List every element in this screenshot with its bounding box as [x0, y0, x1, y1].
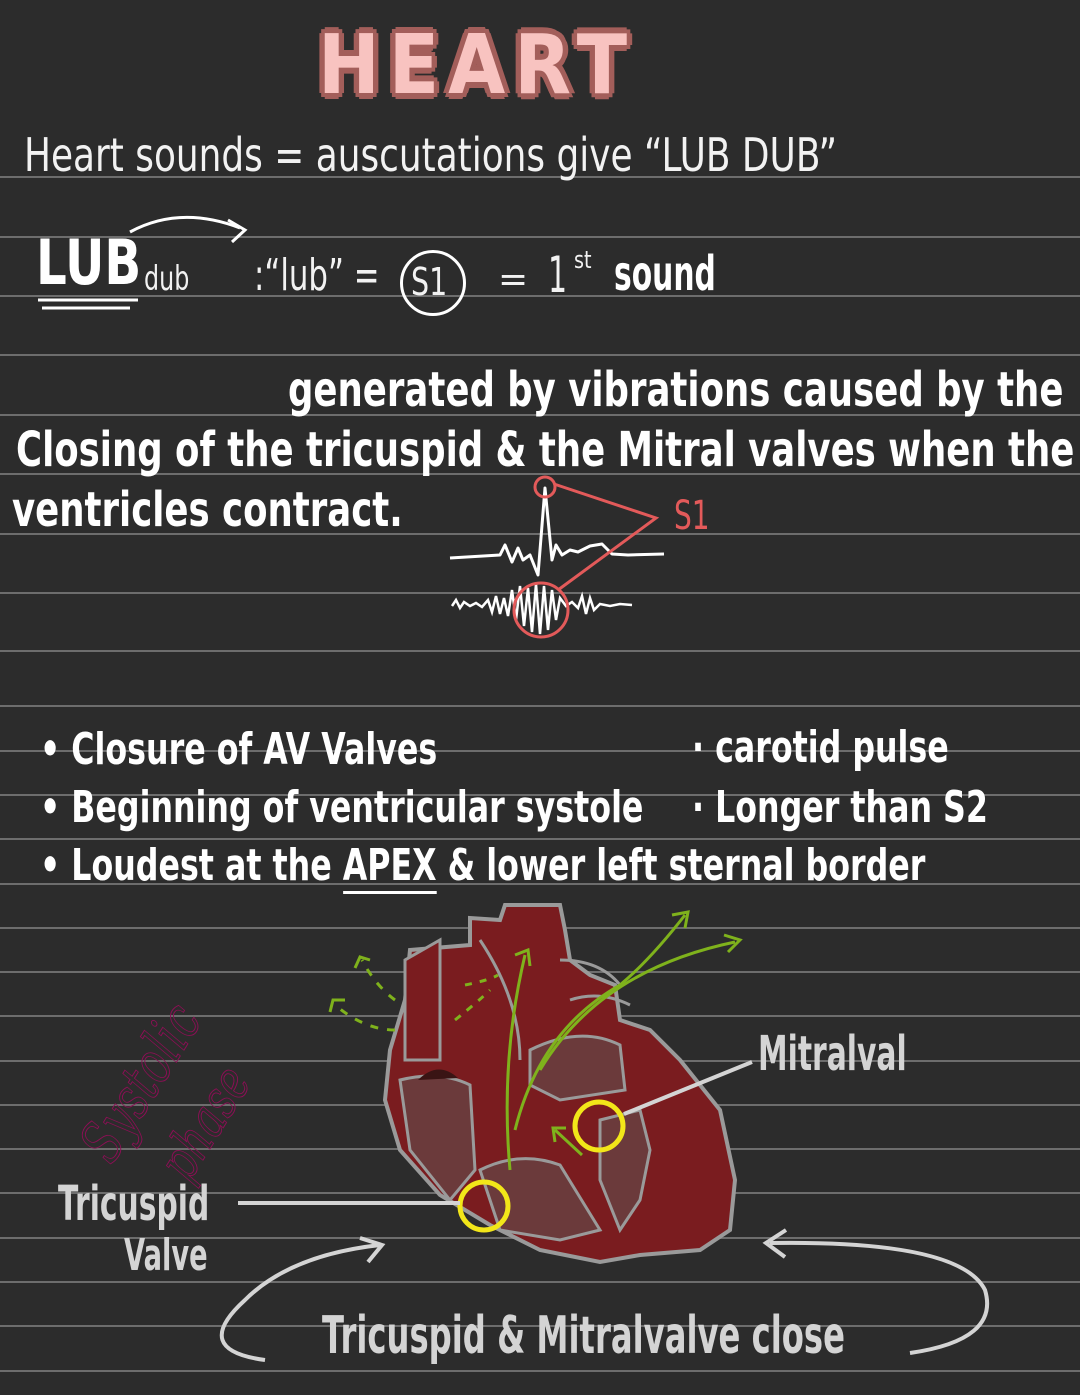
- first-number: 1: [548, 246, 568, 304]
- bullet-item: • Loudest at the APEX & lower left stern…: [40, 840, 925, 894]
- blood-flow-arrows: [328, 910, 743, 1171]
- bullet-item: • Closure of AV Valves: [40, 724, 438, 775]
- bullet-item: · carotid pulse: [692, 722, 949, 773]
- s1-circle-label: S1: [411, 260, 448, 304]
- bullet-dot: •: [40, 782, 72, 833]
- tricuspid-valve-label-line-2: Valve: [124, 1230, 208, 1281]
- bullet-dot: •: [40, 840, 72, 891]
- bullet-dot: ·: [692, 722, 716, 773]
- ecg-phonocardiogram-figure: [449, 475, 665, 639]
- lub-arrow-icon: [38, 215, 248, 310]
- tricuspid-valve-label-line-1: Tricuspid: [58, 1176, 210, 1232]
- bullet-dot: ·: [692, 782, 716, 833]
- page-title: HEART: [318, 18, 637, 113]
- diagram-caption: Tricuspid & Mitralvalve close: [322, 1306, 845, 1366]
- first-superscript: st: [574, 246, 592, 274]
- s1-label: S1: [674, 493, 710, 539]
- equals-sign: =: [498, 259, 529, 300]
- sound-word: sound: [614, 246, 716, 302]
- mitral-valve-marker: [572, 1099, 626, 1153]
- lub-heading: LUB: [36, 226, 142, 299]
- intro-line: Heart sounds = auscutations give “LUB DU…: [24, 128, 838, 182]
- tricuspid-valve-marker: [457, 1179, 511, 1233]
- apex-underlined: APEX: [342, 840, 437, 894]
- s1-circle: S1: [400, 250, 466, 316]
- bullet-item: · Longer than S2: [692, 782, 988, 833]
- description-line-2: Closing of the tricuspid & the Mitral va…: [16, 422, 1075, 478]
- dub-small: dub: [144, 259, 190, 299]
- lub-equation: :“lub” =: [254, 250, 380, 301]
- description-line-1: generated by vibrations caused by the: [288, 362, 1064, 418]
- mitral-valve-label: Mitralval: [758, 1026, 907, 1082]
- bullet-item: • Beginning of ventricular systole: [40, 782, 644, 833]
- bullet-dot: •: [40, 724, 72, 775]
- description-line-3: ventricles contract.: [12, 482, 403, 538]
